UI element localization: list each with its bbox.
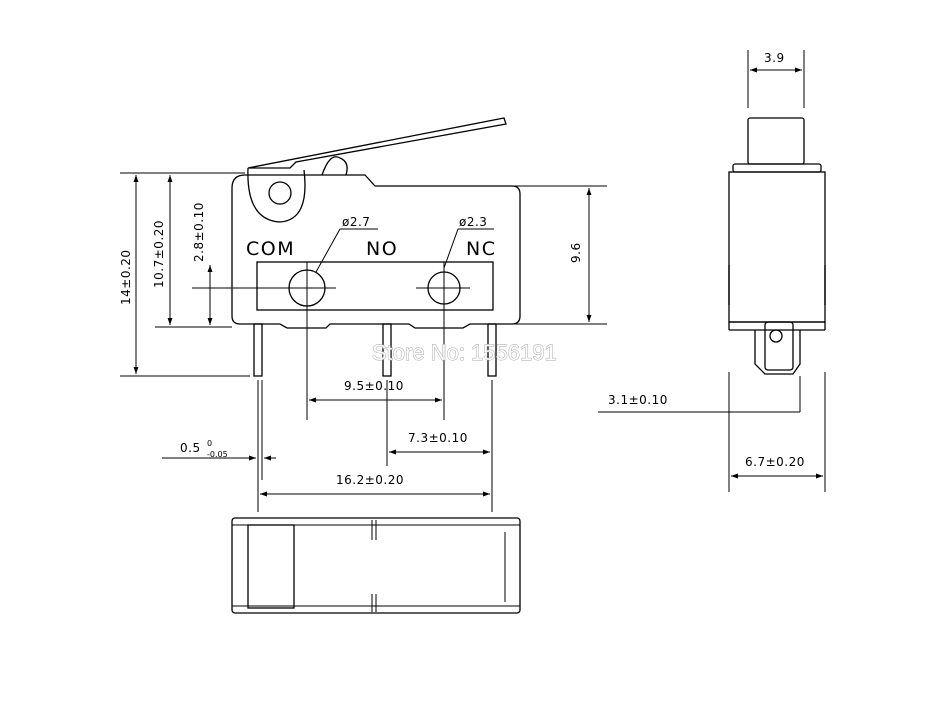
pin-nc bbox=[487, 323, 497, 377]
switch-body bbox=[231, 174, 521, 329]
dim-plunger-width: 3.9 bbox=[764, 51, 785, 65]
side-tab bbox=[764, 321, 794, 371]
front-view bbox=[192, 117, 521, 420]
hole-left-label: ø2.7 bbox=[342, 215, 370, 229]
pin-no bbox=[382, 323, 392, 377]
dim-body-height: 10.7±0.20 bbox=[152, 220, 166, 288]
dim-pitch-com-no: 9.5±0.10 bbox=[344, 379, 404, 393]
terminal-strip bbox=[256, 261, 494, 311]
bottom-body bbox=[231, 517, 521, 614]
dim-pitch-no-nc: 7.3±0.10 bbox=[408, 431, 468, 445]
pitch-dimensions bbox=[162, 380, 493, 512]
dim-pitch-total: 16.2±0.20 bbox=[336, 473, 404, 487]
dim-side-width: 6.7±0.20 bbox=[745, 455, 805, 469]
terminal-no-label: NO bbox=[366, 238, 398, 260]
roller bbox=[321, 156, 348, 176]
bottom-lever-block bbox=[247, 524, 295, 609]
side-body bbox=[728, 171, 826, 323]
pin-com bbox=[253, 323, 263, 377]
bottom-view bbox=[231, 517, 521, 614]
store-watermark: Store No: 1556191 bbox=[372, 340, 557, 365]
plunger bbox=[747, 117, 805, 165]
lever-arm bbox=[247, 117, 507, 169]
terminal-nc-label: NC bbox=[466, 238, 496, 260]
side-tab-hole bbox=[769, 329, 783, 343]
dim-total-height: 14±0.20 bbox=[119, 249, 133, 305]
right-dimension bbox=[514, 185, 607, 325]
dim-side-pin-offset: 3.1±0.10 bbox=[608, 393, 668, 407]
left-dimensions bbox=[120, 172, 250, 377]
plunger-collar bbox=[732, 163, 822, 173]
side-view bbox=[598, 50, 826, 492]
dim-body-right: 9.6 bbox=[569, 242, 583, 263]
side-pin bbox=[754, 330, 801, 375]
dim-pin-tol-upper: 0 bbox=[207, 439, 212, 448]
lever-hinge bbox=[247, 167, 306, 223]
dim-pin-tol-lower: -0.05 bbox=[207, 450, 228, 459]
dim-pin-thickness: 0.5 bbox=[180, 441, 201, 455]
hinge-hole bbox=[268, 181, 292, 205]
hole-right-label: ø2.3 bbox=[459, 215, 487, 229]
dim-hole-height: 2.8±0.10 bbox=[192, 202, 206, 262]
terminal-com-label: COM bbox=[246, 238, 295, 260]
